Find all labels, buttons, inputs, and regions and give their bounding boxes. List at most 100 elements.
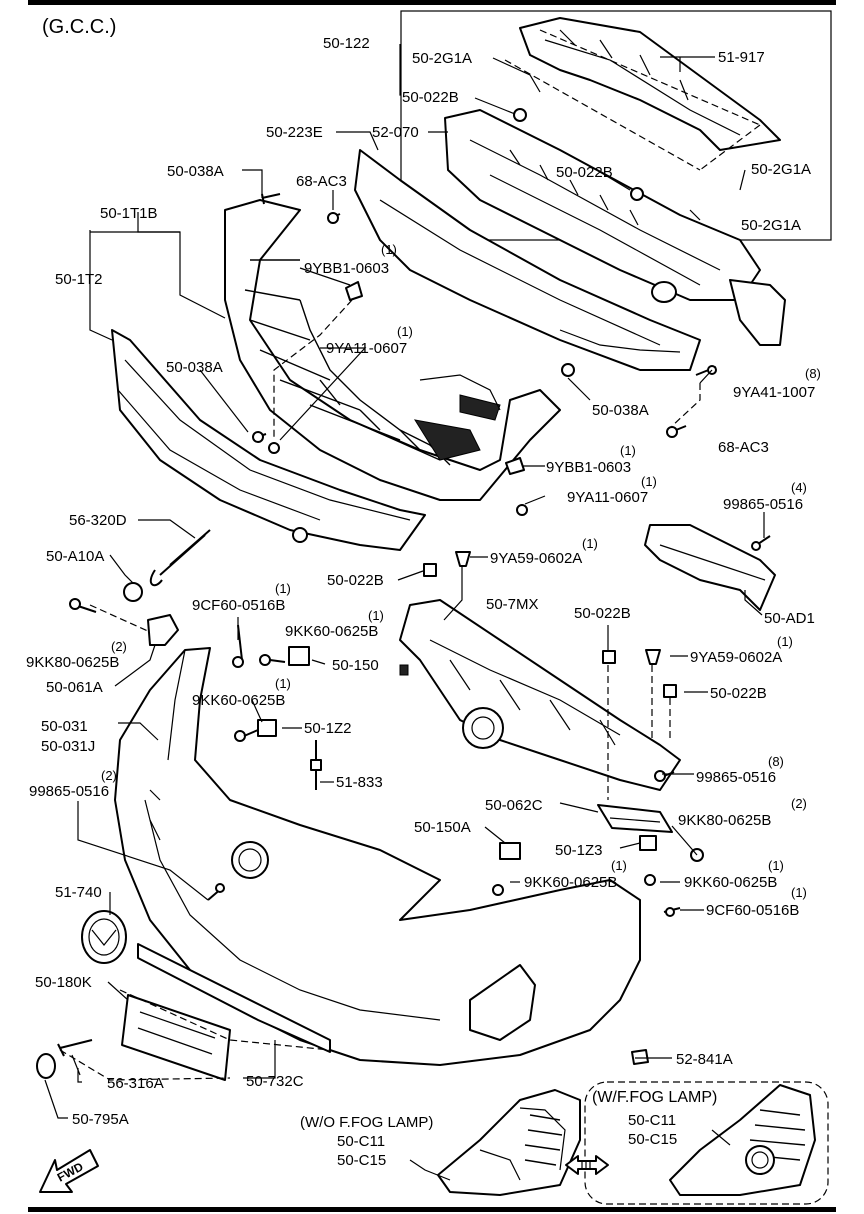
bottom-border xyxy=(28,1207,836,1212)
part-label-68-AC3: 68-AC3 xyxy=(718,439,769,456)
qty-label: (1) xyxy=(768,858,784,873)
part-label-50-022B: 50-022B xyxy=(556,164,613,181)
part-label-50-180K: 50-180K xyxy=(35,974,92,991)
grille-frame-shape xyxy=(224,199,561,501)
part-label-51-833: 51-833 xyxy=(336,774,383,791)
retainer-shape xyxy=(597,804,673,833)
qty-label: (2) xyxy=(791,796,807,811)
upper-brace-shape xyxy=(504,17,781,171)
part-label-9YBB1-0603: 9YBB1-0603 xyxy=(546,459,631,476)
part-label-50-AD1: 50-AD1 xyxy=(764,610,815,627)
reinforcement-beam-shape xyxy=(444,109,761,303)
part-label-9KK60-0625B: 9KK60-0625B xyxy=(192,692,285,709)
header-title: (G.C.C.) xyxy=(42,16,116,38)
fog-variant-box xyxy=(584,1081,829,1205)
part-label-56-320D: 56-320D xyxy=(69,512,127,529)
part-label-68-AC3: 68-AC3 xyxy=(296,173,347,190)
qty-label: (1) xyxy=(397,324,413,339)
part-label-52-841A: 52-841A xyxy=(676,1051,733,1068)
part-label-50-022B: 50-022B xyxy=(574,605,631,622)
part-label-9YA11-0607: 9YA11-0607 xyxy=(567,489,648,506)
variant-labels: (W/O F.FOG LAMP) (W/F.FOG LAMP) xyxy=(300,1089,717,1131)
part-label-52-070: 52-070 xyxy=(372,124,419,141)
part-label-99865-0516: 99865-0516 xyxy=(723,496,803,513)
part-label-9KK60-0625B: 9KK60-0625B xyxy=(684,874,777,891)
qty-label: (1) xyxy=(275,581,291,596)
part-label-50-022B: 50-022B xyxy=(710,685,767,702)
part-label-51-740: 51-740 xyxy=(55,884,102,901)
qty-label: (8) xyxy=(805,366,821,381)
fwd-arrow-icon xyxy=(39,1149,99,1193)
clip-50-150-shape xyxy=(288,646,310,666)
part-label-50-C15: 50-C15 xyxy=(337,1152,386,1169)
part-label-50-062C: 50-062C xyxy=(485,797,543,814)
part-label-9YA11-0607: 9YA11-0607 xyxy=(326,340,407,357)
upper-member-shape xyxy=(354,149,701,371)
part-label-9YA59-0602A: 9YA59-0602A xyxy=(690,649,782,666)
part-label-50-7MX: 50-7MX xyxy=(486,596,539,613)
bumper-carrier-shape xyxy=(399,599,681,791)
part-label-56-316A: 56-316A xyxy=(107,1075,164,1092)
qty-label: (1) xyxy=(275,676,291,691)
part-label-50-031: 50-031 xyxy=(41,718,88,735)
part-label-99865-0516: 99865-0516 xyxy=(29,783,109,800)
lower-molding-shape xyxy=(137,943,331,1053)
part-label-9KK60-0625B: 9KK60-0625B xyxy=(285,623,378,640)
part-label-50-022B: 50-022B xyxy=(327,572,384,589)
part-label-9YBB1-0603: 9YBB1-0603 xyxy=(304,260,389,277)
part-label-50-038A: 50-038A xyxy=(592,402,649,419)
lower-trim-shape xyxy=(111,329,426,551)
part-label-50-1T2: 50-1T2 xyxy=(55,271,103,288)
part-label-50-1Z3: 50-1Z3 xyxy=(555,842,603,859)
part-label-50-1T1B: 50-1T1B xyxy=(100,205,158,222)
qty-label: (1) xyxy=(381,242,397,257)
line-art xyxy=(36,10,832,1205)
side-bracket-shape xyxy=(147,614,179,646)
part-label-50-1Z2: 50-1Z2 xyxy=(304,720,352,737)
top-border xyxy=(28,0,836,5)
part-label-50-795A: 50-795A xyxy=(72,1111,129,1128)
part-label-50-150A: 50-150A xyxy=(414,819,471,836)
part-label-50-150: 50-150 xyxy=(332,657,379,674)
bezel-with-fog-shape xyxy=(669,1084,816,1196)
tow-hook-shape xyxy=(149,529,211,587)
part-label-50-122: 50-122 xyxy=(323,35,370,52)
emblem-shape xyxy=(81,910,127,964)
clip-50-1Z3-shape xyxy=(639,835,657,851)
part-label-51-917: 51-917 xyxy=(718,49,765,66)
quantity-labels: (1) (1) (8) (1) (1) (4) (1) (1) (1) (2) … xyxy=(101,242,821,900)
part-label-50-038A: 50-038A xyxy=(167,163,224,180)
qty-label: (1) xyxy=(777,634,793,649)
clip-50-150A-shape xyxy=(499,842,521,860)
bolt-56-316A-shape xyxy=(57,1039,93,1057)
part-label-50-223E: 50-223E xyxy=(266,124,323,141)
part-label-50-031J: 50-031J xyxy=(41,738,95,755)
variant-without-fog-label: (W/O F.FOG LAMP) xyxy=(300,1114,433,1131)
qty-label: (1) xyxy=(611,858,627,873)
part-label-50-2G1A: 50-2G1A xyxy=(741,217,801,234)
qty-label: (1) xyxy=(791,885,807,900)
part-label-50-038A: 50-038A xyxy=(166,359,223,376)
part-label-50-061A: 50-061A xyxy=(46,679,103,696)
part-label-50-732C: 50-732C xyxy=(246,1073,304,1090)
qty-label: (1) xyxy=(582,536,598,551)
variant-with-fog-label: (W/F.FOG LAMP) xyxy=(592,1089,717,1106)
qty-label: (1) xyxy=(620,443,636,458)
qty-label: (1) xyxy=(368,608,384,623)
part-label-9YA41-1007: 9YA41-1007 xyxy=(733,384,815,401)
qty-label: (8) xyxy=(768,754,784,769)
part-label-9CF60-0516B: 9CF60-0516B xyxy=(706,902,799,919)
clip-50-1Z2-shape xyxy=(257,719,277,737)
part-label-9KK80-0625B: 9KK80-0625B xyxy=(678,812,771,829)
qty-label: (4) xyxy=(791,480,807,495)
part-label-50-C11: 50-C11 xyxy=(337,1133,385,1150)
part-label-50-C11: 50-C11 xyxy=(628,1112,676,1129)
part-label-50-022B: 50-022B xyxy=(402,89,459,106)
plate-bracket-shape xyxy=(121,994,231,1081)
cap-shape xyxy=(36,1053,56,1079)
part-label-50-2G1A: 50-2G1A xyxy=(412,50,472,67)
part-label-9CF60-0516B: 9CF60-0516B xyxy=(192,597,285,614)
part-label-50-2G1A: 50-2G1A xyxy=(751,161,811,178)
tow-cap-shape xyxy=(123,582,143,602)
